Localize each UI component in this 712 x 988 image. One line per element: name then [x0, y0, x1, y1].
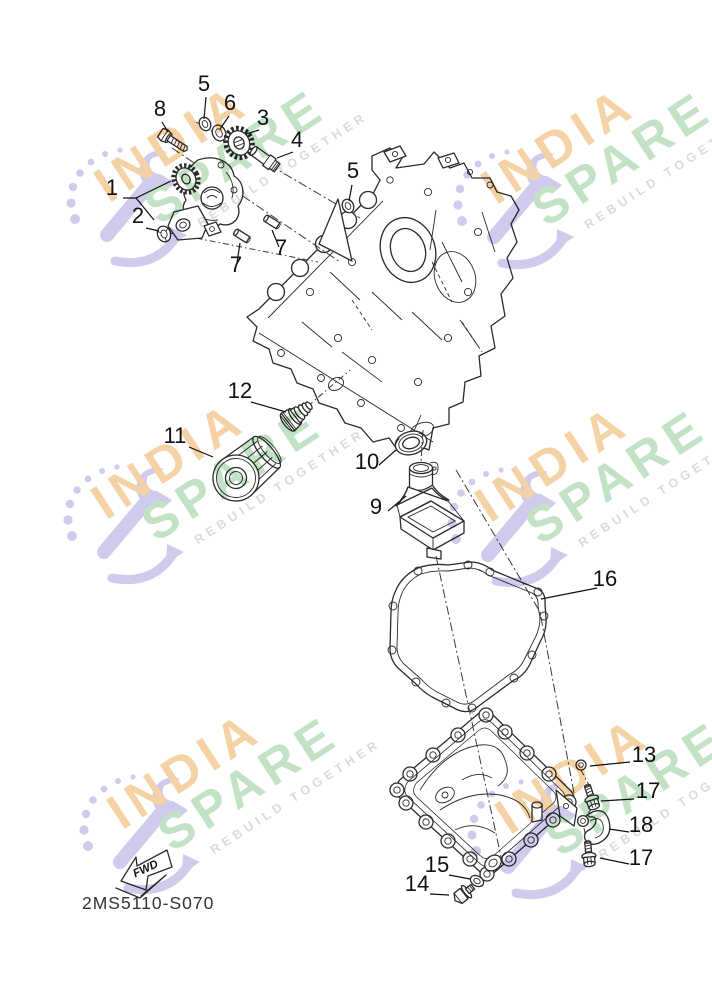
dowel-pin-upper: [263, 214, 281, 230]
callout-label: 16: [593, 566, 617, 591]
callout-label: 17: [629, 845, 653, 870]
engine-crankcase: [246, 145, 520, 453]
callout-label: 7: [230, 252, 242, 277]
assembly-axis-lines-top: [169, 121, 422, 432]
pan-hardware: [453, 783, 611, 905]
callout-label: 5: [347, 158, 359, 183]
flange-bolt-upper: [583, 783, 601, 811]
callout-label: 11: [164, 423, 187, 448]
callout-label: 15: [425, 852, 449, 877]
callout-label: 6: [224, 90, 236, 115]
callout-label: 14: [405, 871, 429, 896]
drain-washer: [469, 874, 485, 888]
part-code: 2MS5110-S070: [82, 893, 214, 913]
callout-label: 18: [629, 812, 653, 837]
oil-gallery-fitting: [279, 401, 313, 432]
oil-strainer: [395, 461, 465, 560]
oil-pan-gasket: [387, 560, 549, 713]
callout-label: 8: [154, 96, 166, 121]
callout-label: 17: [636, 778, 660, 803]
pump-shaft: [249, 145, 281, 173]
flange-bolt-lower: [581, 840, 597, 868]
pipe-clamp: [576, 810, 611, 845]
oil-filter: [212, 435, 282, 502]
callout-label: 5: [198, 71, 210, 96]
oil-pump-gear: [171, 163, 201, 195]
callout-label: 13: [632, 742, 656, 767]
callout-label: 7: [275, 235, 287, 260]
pump-bolt: [156, 127, 188, 153]
callout-label: 12: [228, 378, 252, 403]
washer-5-right: [341, 198, 355, 214]
o-ring-grommet: [394, 430, 428, 456]
callout-label: 9: [370, 494, 382, 519]
drain-bolt: [453, 883, 476, 905]
callout-label: 10: [355, 449, 379, 474]
fwd-arrow: FWD: [115, 849, 173, 899]
drive-gear: [223, 125, 255, 161]
callout-label: 2: [132, 203, 144, 228]
washer-6: [211, 124, 227, 142]
callout-label: 3: [257, 105, 269, 130]
callout-label: 1: [106, 175, 118, 200]
callout-label: 4: [291, 127, 303, 152]
washer-5-left: [198, 116, 212, 132]
locating-arrow: [318, 198, 353, 262]
dowel-pin-lower: [233, 228, 251, 244]
oil-pump-assembly: [167, 157, 244, 241]
